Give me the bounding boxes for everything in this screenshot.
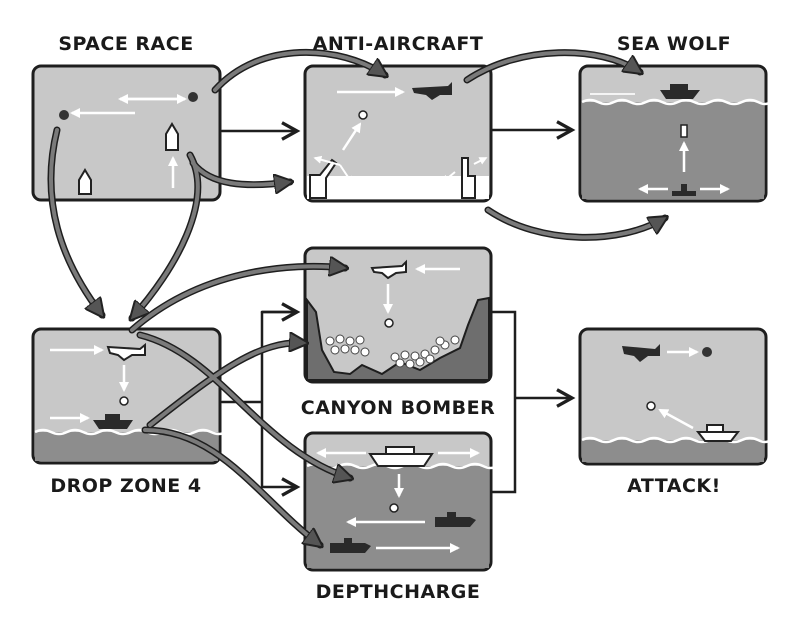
link-arrow: [130, 266, 345, 332]
canyon-rocks: [325, 334, 460, 369]
label-space-race: SPACE RACE: [58, 33, 193, 55]
submarine-sprite: [435, 512, 476, 527]
ball-sprite: [59, 110, 69, 120]
panel-anti-aircraft: [303, 64, 493, 203]
gun-sprite: [309, 158, 338, 199]
gun-sprite: [461, 157, 476, 199]
ship-sprite: [660, 84, 700, 99]
panel-attack: [578, 327, 771, 466]
link-arrow: [138, 333, 350, 478]
panel-drop-zone-4: [31, 327, 227, 465]
panel-canyon-bomber: [303, 246, 493, 384]
panel-depthcharge: [303, 431, 498, 572]
submarine-sprite: [672, 184, 696, 196]
label-sea-wolf: SEA WOLF: [617, 33, 731, 55]
link-arrow: [465, 50, 640, 82]
panel-sea-wolf: [578, 64, 771, 203]
boat-sprite: [695, 424, 741, 442]
link-arrow: [486, 208, 665, 240]
label-canyon-bomber: CANYON BOMBER: [301, 397, 495, 419]
link-arrow: [49, 128, 102, 315]
plane-sprite: [370, 259, 407, 280]
torpedo-sprite: [680, 124, 688, 138]
rocket-sprite: [78, 168, 92, 195]
rocket-sprite: [165, 122, 179, 151]
influence-arrows: [47, 48, 665, 545]
label-anti-aircraft: ANTI-AIRCRAFT: [313, 33, 484, 55]
label-drop-zone-4: DROP ZONE 4: [50, 475, 201, 497]
plane-sprite: [412, 82, 452, 100]
link-arrow: [132, 153, 200, 318]
submarine-sprite: [330, 538, 371, 553]
label-attack: ATTACK!: [627, 475, 721, 497]
link-arrow: [148, 343, 305, 427]
link-arrow: [213, 50, 385, 92]
label-depthcharge: DEPTHCHARGE: [316, 581, 481, 603]
link-arrow: [143, 428, 320, 545]
plane-sprite: [106, 342, 146, 362]
panel-space-race: [31, 64, 222, 202]
ship-sprite: [368, 446, 434, 467]
boat-sprite: [93, 414, 133, 429]
flow-bracket-to-attack: [490, 310, 572, 494]
ball-sprite: [188, 92, 198, 102]
plane-sprite: [622, 344, 660, 362]
link-arrow: [191, 161, 290, 185]
